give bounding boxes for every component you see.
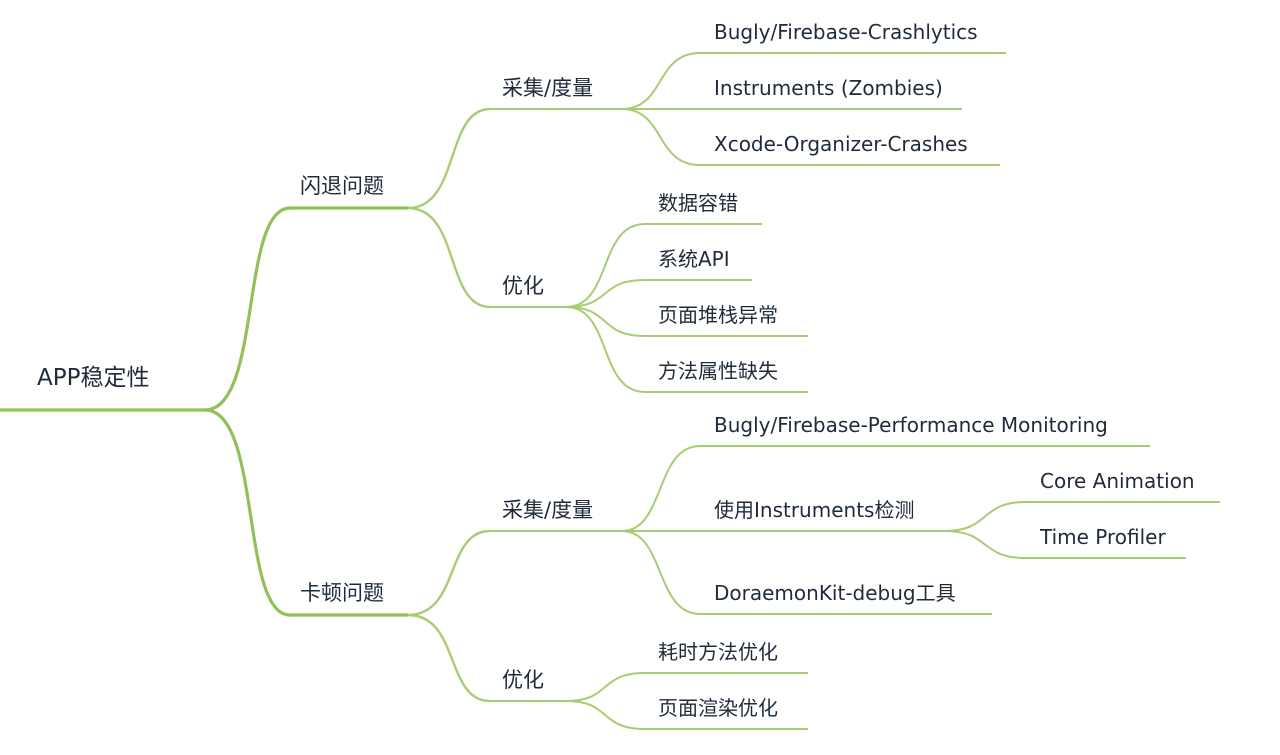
topic-instruments-detect[interactable]: 使用Instruments检测 bbox=[714, 498, 915, 522]
edge-instr-1 bbox=[944, 501, 1026, 532]
edge-crash-opt-3 bbox=[565, 306, 646, 337]
leaf-doraemonkit[interactable]: DoraemonKit-debug工具 bbox=[714, 581, 956, 605]
leaf-page-stack[interactable]: 页面堆栈异常 bbox=[658, 303, 778, 327]
edge-crash-opt-1 bbox=[565, 223, 646, 308]
leaf-data-fault-tolerance[interactable]: 数据容错 bbox=[658, 191, 738, 215]
leaf-missing-method[interactable]: 方法属性缺失 bbox=[658, 359, 778, 383]
edge-lag-collect-3 bbox=[621, 530, 701, 615]
topic-lag-collect[interactable]: 采集/度量 bbox=[502, 498, 594, 522]
edge-crash-opt-2 bbox=[565, 279, 646, 308]
edge-lag-optimize bbox=[407, 613, 491, 703]
edge-crash-collect bbox=[407, 107, 491, 210]
edge-root-crash bbox=[204, 206, 291, 412]
leaf-time-profiler[interactable]: Time Profiler bbox=[1040, 525, 1166, 549]
edge-lag-opt-1 bbox=[565, 672, 646, 702]
leaf-performance-monitoring[interactable]: Bugly/Firebase-Performance Monitoring bbox=[714, 413, 1108, 437]
leaf-crashlytics[interactable]: Bugly/Firebase-Crashlytics bbox=[714, 20, 978, 44]
topic-crash[interactable]: 闪退问题 bbox=[300, 174, 384, 198]
leaf-instruments-zombies[interactable]: Instruments (Zombies) bbox=[714, 76, 943, 100]
edge-lag-collect-1 bbox=[621, 445, 701, 532]
topic-lag-optimize[interactable]: 优化 bbox=[502, 668, 544, 692]
leaf-render-opt[interactable]: 页面渲染优化 bbox=[658, 696, 778, 720]
topic-crash-collect[interactable]: 采集/度量 bbox=[502, 76, 594, 100]
edge-lag-opt-2 bbox=[565, 700, 646, 730]
edge-root-lag bbox=[204, 408, 291, 617]
root-topic[interactable]: APP稳定性 bbox=[37, 365, 150, 391]
edge-crash-optimize bbox=[407, 206, 491, 309]
edge-crash-collect-1 bbox=[621, 52, 701, 110]
topic-crash-optimize[interactable]: 优化 bbox=[502, 274, 544, 298]
leaf-system-api[interactable]: 系统API bbox=[658, 247, 730, 271]
edge-crash-opt-4 bbox=[565, 306, 646, 393]
edge-instr-2 bbox=[944, 530, 1026, 559]
edge-crash-collect-3 bbox=[621, 108, 701, 166]
leaf-core-animation[interactable]: Core Animation bbox=[1040, 469, 1195, 493]
topic-lag[interactable]: 卡顿问题 bbox=[300, 581, 384, 605]
edge-lag-collect bbox=[407, 529, 491, 617]
leaf-slow-method-opt[interactable]: 耗时方法优化 bbox=[658, 640, 778, 664]
leaf-xcode-organizer[interactable]: Xcode-Organizer-Crashes bbox=[714, 132, 968, 156]
